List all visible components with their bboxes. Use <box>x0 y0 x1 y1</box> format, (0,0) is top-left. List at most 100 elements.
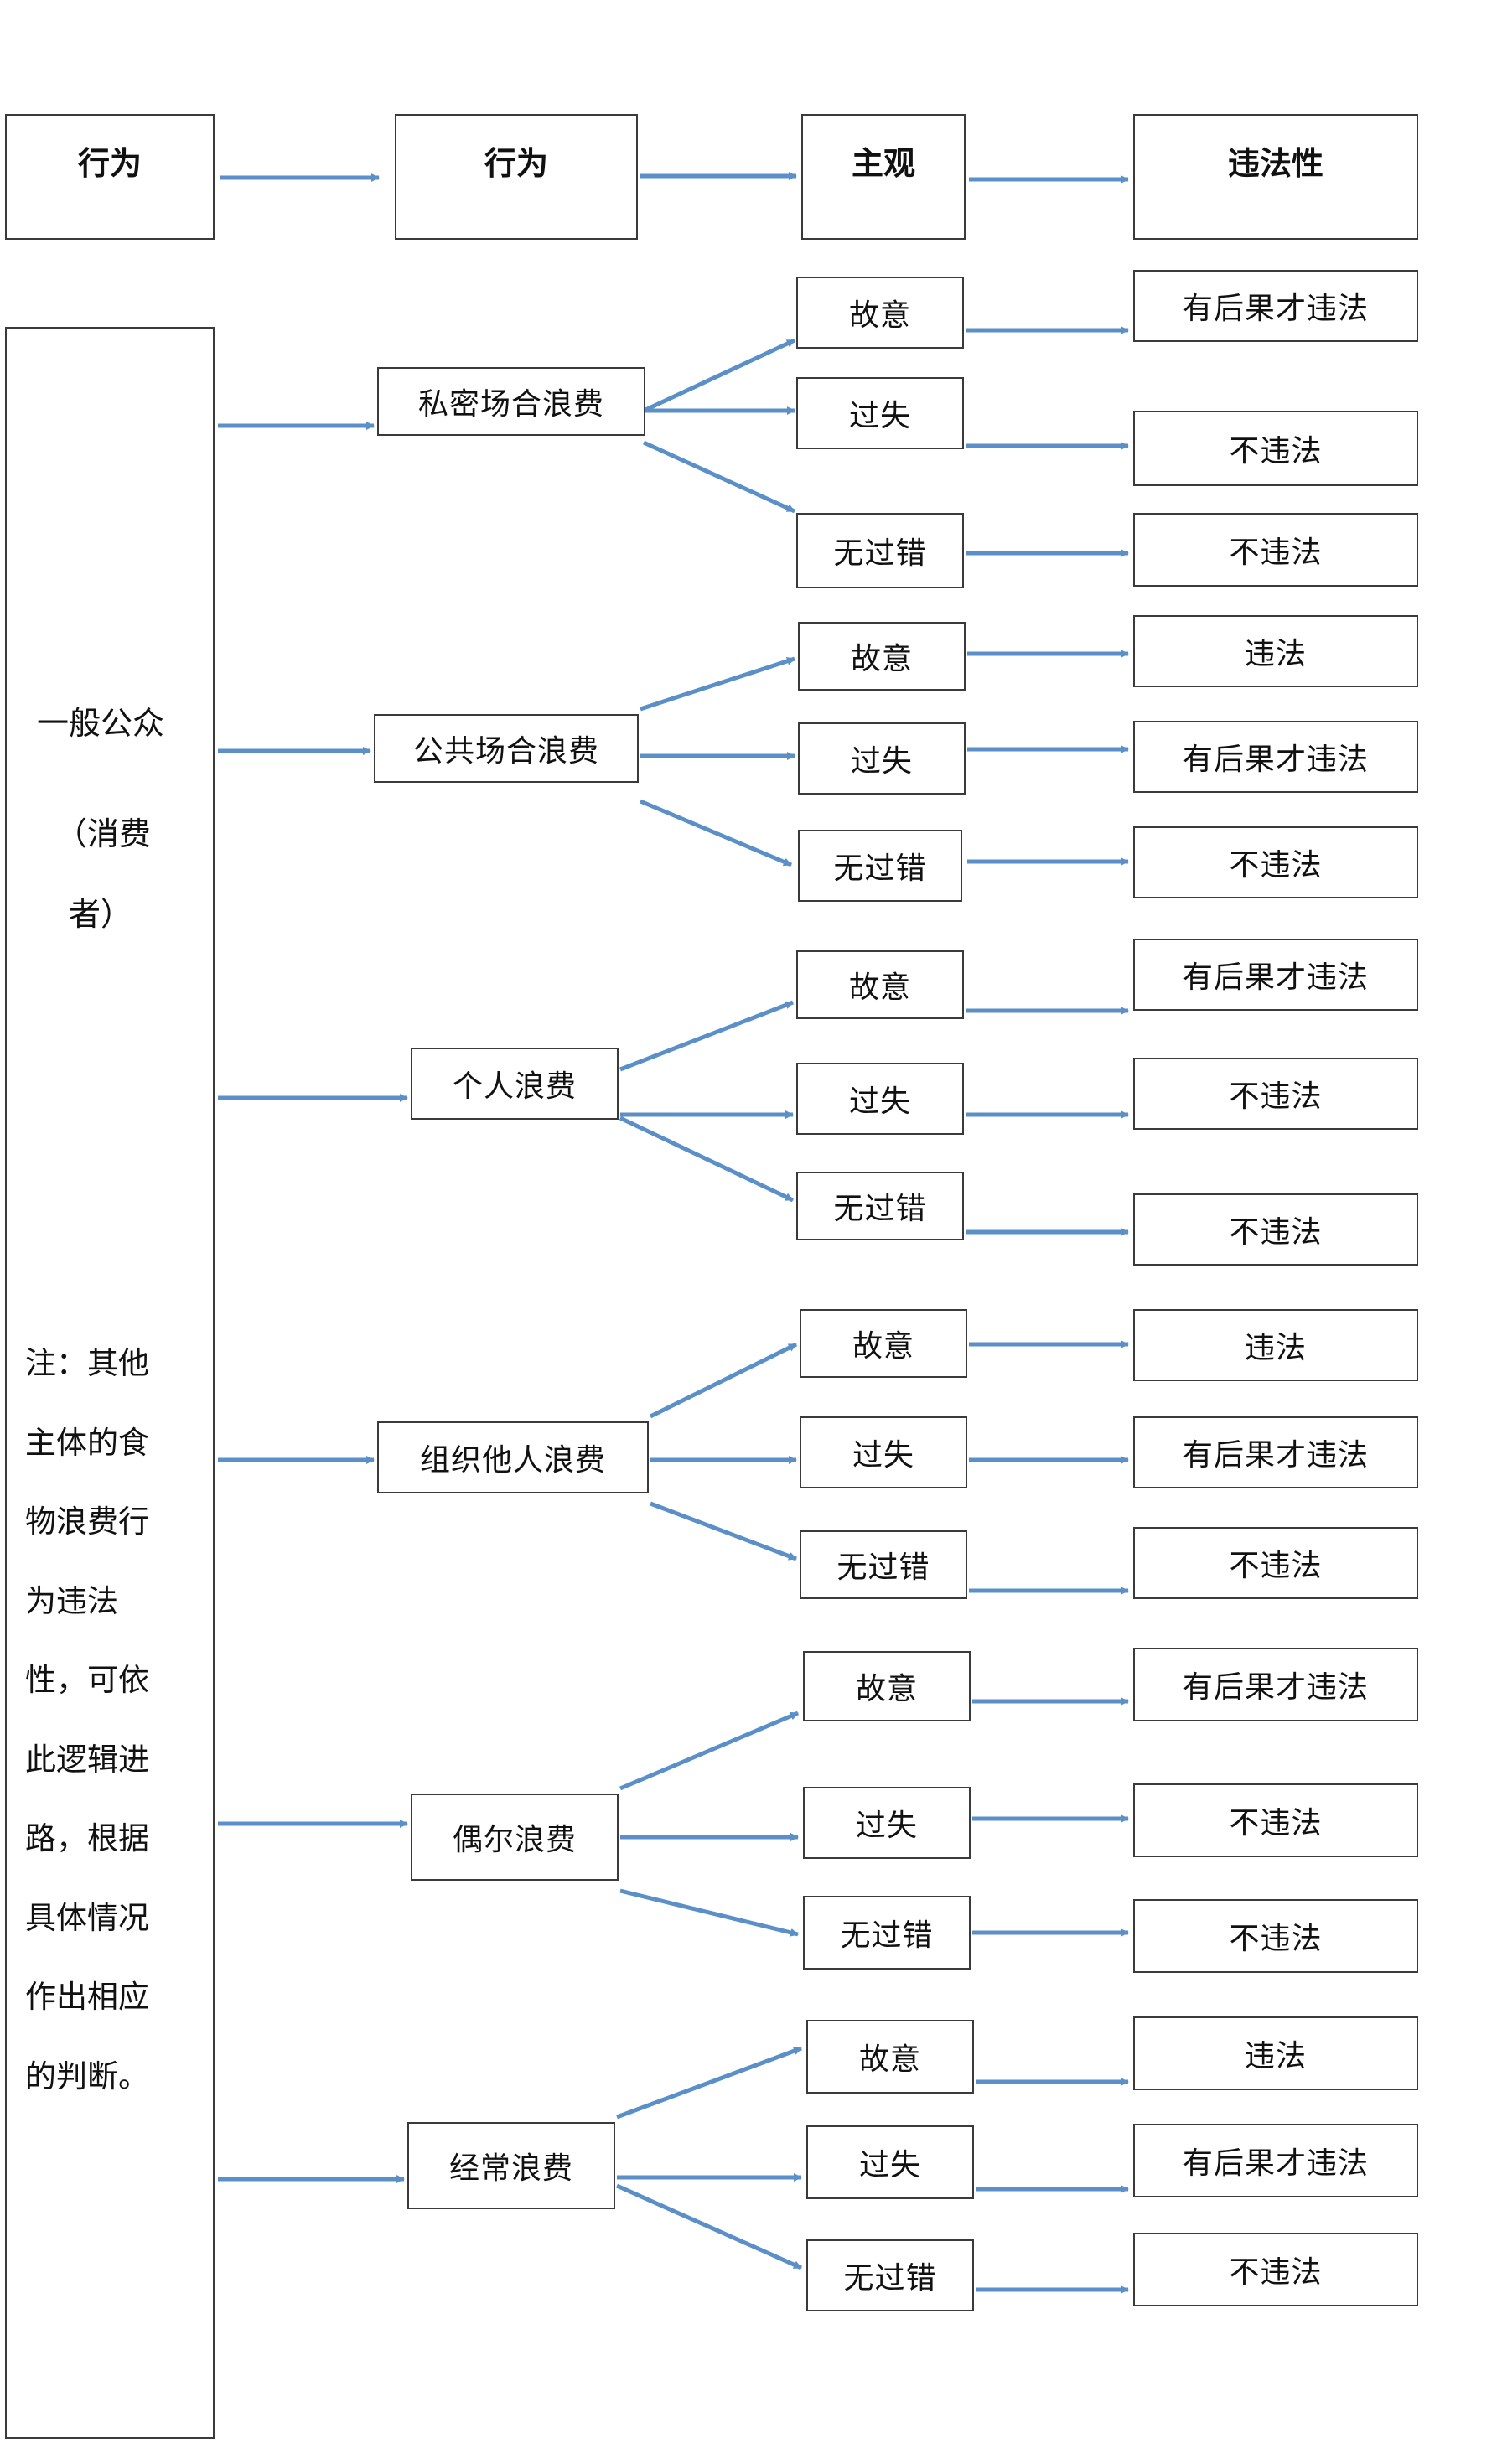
result-label: 不违法 <box>1229 536 1323 570</box>
mind-label: 过失 <box>850 744 913 779</box>
behavior-box: 经常浪费 <box>407 2122 615 2209</box>
connector-arrow <box>619 1888 799 1937</box>
result-label: 不违法 <box>1229 1079 1323 1114</box>
result-box: 不违法 <box>1133 1527 1418 1599</box>
result-box: 有后果才违法 <box>1133 1416 1418 1488</box>
mind-label: 故意 <box>858 2042 921 2077</box>
connector-arrow <box>619 1116 795 1203</box>
result-label: 不违法 <box>1229 2255 1323 2290</box>
mind-label: 故意 <box>850 642 913 676</box>
mind-box: 故意 <box>806 2020 974 2094</box>
result-label: 违法 <box>1244 1331 1307 1365</box>
connector-arrow <box>619 1711 799 1791</box>
mind-label: 无过错 <box>836 1550 930 1585</box>
note-line: 为违法 <box>25 1582 118 1619</box>
mind-label: 故意 <box>855 1672 918 1706</box>
result-box: 有后果才违法 <box>1133 939 1418 1011</box>
result-label: 不违法 <box>1229 1806 1323 1840</box>
connector-arrow <box>642 440 796 514</box>
mind-box: 无过错 <box>796 513 964 588</box>
mind-box: 过失 <box>803 1787 971 1859</box>
mind-label: 过失 <box>852 1438 914 1473</box>
mind-box: 过失 <box>796 1063 964 1135</box>
header-actor-label: 行为 <box>77 145 142 182</box>
result-label: 不违法 <box>1229 848 1323 883</box>
mind-label: 无过错 <box>833 536 927 571</box>
result-label: 不违法 <box>1229 1215 1323 1250</box>
mind-box: 故意 <box>796 277 964 349</box>
mind-box: 过失 <box>798 722 966 795</box>
result-label: 有后果才违法 <box>1182 960 1369 995</box>
note-line: 作出相应 <box>25 1979 149 2015</box>
mind-box: 过失 <box>796 377 964 449</box>
behavior-box: 组织他人浪费 <box>377 1421 649 1493</box>
result-box: 有后果才违法 <box>1133 1648 1418 1721</box>
mind-box: 无过错 <box>806 2239 974 2311</box>
connector-arrow <box>649 1342 798 1419</box>
behavior-box: 个人浪费 <box>411 1048 619 1120</box>
note-line: 注：其他 <box>25 1345 149 1381</box>
result-label: 不违法 <box>1229 1549 1323 1583</box>
result-box: 违法 <box>1133 2016 1418 2090</box>
note-line: 具体情况 <box>25 1899 149 1936</box>
header-subjective-label: 主观 <box>851 145 915 182</box>
mind-label: 无过错 <box>843 2261 937 2296</box>
subject-label: 一般公众 <box>37 705 165 742</box>
behavior-label: 偶尔浪费 <box>452 1823 577 1857</box>
result-label: 有后果才违法 <box>1182 743 1369 777</box>
result-box: 有后果才违法 <box>1133 721 1418 793</box>
mind-label: 故意 <box>852 1329 914 1364</box>
header-illegality-label: 违法性 <box>1227 145 1323 182</box>
mind-box: 无过错 <box>796 1172 964 1240</box>
result-box: 有后果才违法 <box>1133 270 1418 342</box>
header-subjective: 主观 <box>801 114 966 240</box>
connector-arrow <box>640 656 795 712</box>
note-line: 的判断。 <box>25 2058 149 2094</box>
connector-arrow <box>642 338 796 413</box>
result-box: 不违法 <box>1133 1193 1418 1266</box>
subject-sub-label: （消费 <box>55 815 152 852</box>
mind-label: 故意 <box>848 971 911 1005</box>
behavior-label: 公共场合浪费 <box>412 734 599 769</box>
result-label: 违法 <box>1244 637 1307 671</box>
connector-arrow <box>615 2183 803 2270</box>
connector-arrow <box>650 1501 797 1561</box>
behavior-label: 组织他人浪费 <box>419 1443 606 1478</box>
mind-box: 过失 <box>806 2125 974 2199</box>
result-label: 违法 <box>1244 2039 1307 2073</box>
mind-label: 过失 <box>858 2148 921 2182</box>
result-label: 有后果才违法 <box>1182 292 1369 326</box>
behavior-label: 个人浪费 <box>452 1069 577 1104</box>
subject-column <box>5 327 215 2439</box>
result-box: 不违法 <box>1133 411 1418 486</box>
result-box: 有后果才违法 <box>1133 2124 1418 2197</box>
mind-box: 无过错 <box>800 1530 967 1599</box>
result-box: 不违法 <box>1133 1899 1418 1973</box>
result-box: 违法 <box>1133 615 1418 687</box>
behavior-box: 公共场合浪费 <box>374 714 639 783</box>
mind-label: 无过错 <box>840 1918 934 1953</box>
mind-label: 故意 <box>848 298 911 333</box>
note-line: 此逻辑进 <box>25 1741 149 1778</box>
mind-box: 故意 <box>798 622 966 691</box>
connector-arrow <box>616 2046 802 2120</box>
note-line: 性，可依 <box>25 1662 149 1698</box>
result-box: 不违法 <box>1133 2233 1418 2306</box>
behavior-label: 私密场合浪费 <box>417 387 604 422</box>
mind-box: 故意 <box>796 950 964 1019</box>
mind-box: 故意 <box>803 1651 971 1721</box>
note-line: 主体的食 <box>25 1424 149 1461</box>
result-box: 违法 <box>1133 1309 1418 1381</box>
mind-box: 过失 <box>800 1416 967 1488</box>
result-box: 不违法 <box>1133 1058 1418 1130</box>
result-label: 有后果才违法 <box>1182 1438 1369 1473</box>
note-line: 物浪费行 <box>25 1504 149 1540</box>
mind-label: 过失 <box>848 1084 911 1119</box>
behavior-box: 偶尔浪费 <box>411 1794 619 1881</box>
mind-label: 无过错 <box>833 1192 927 1226</box>
header-behavior-label: 行为 <box>484 145 548 182</box>
mind-label: 过失 <box>855 1809 918 1843</box>
mind-box: 无过错 <box>798 830 962 902</box>
mind-box: 无过错 <box>803 1896 971 1970</box>
